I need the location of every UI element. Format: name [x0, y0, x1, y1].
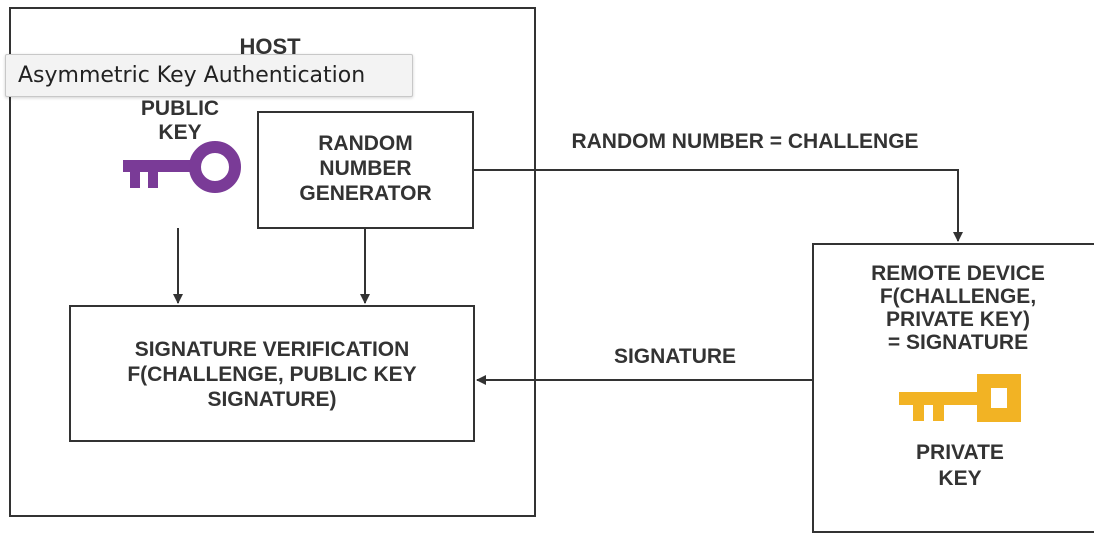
private-key-icon — [899, 374, 1021, 422]
public-key-label: PUBLIC KEY — [140, 97, 220, 144]
challenge-arrow — [474, 169, 963, 242]
connector-layer — [173, 169, 963, 385]
remote-device-box — [812, 243, 1094, 533]
host-label: HOST — [239, 34, 301, 59]
signature-verification-box — [69, 305, 475, 442]
tooltip: Asymmetric Key Authentication — [5, 54, 413, 97]
private-key-label: PRIVATE KEY — [916, 441, 1004, 490]
signature-verification-label: SIGNATURE VERIFICATION F(CHALLENGE, PUBL… — [127, 338, 417, 411]
challenge-edge-label: RANDOM NUMBER = CHALLENGE — [571, 130, 919, 153]
signature-edge-label: SIGNATURE — [613, 345, 737, 368]
remote-device-label: REMOTE DEVICE F(CHALLENGE, PRIVATE KEY) … — [871, 262, 1045, 354]
random-number-generator-box — [257, 111, 474, 229]
public-key-icon — [123, 141, 241, 193]
random-number-generator-label: RANDOM NUMBER GENERATOR — [299, 132, 432, 205]
